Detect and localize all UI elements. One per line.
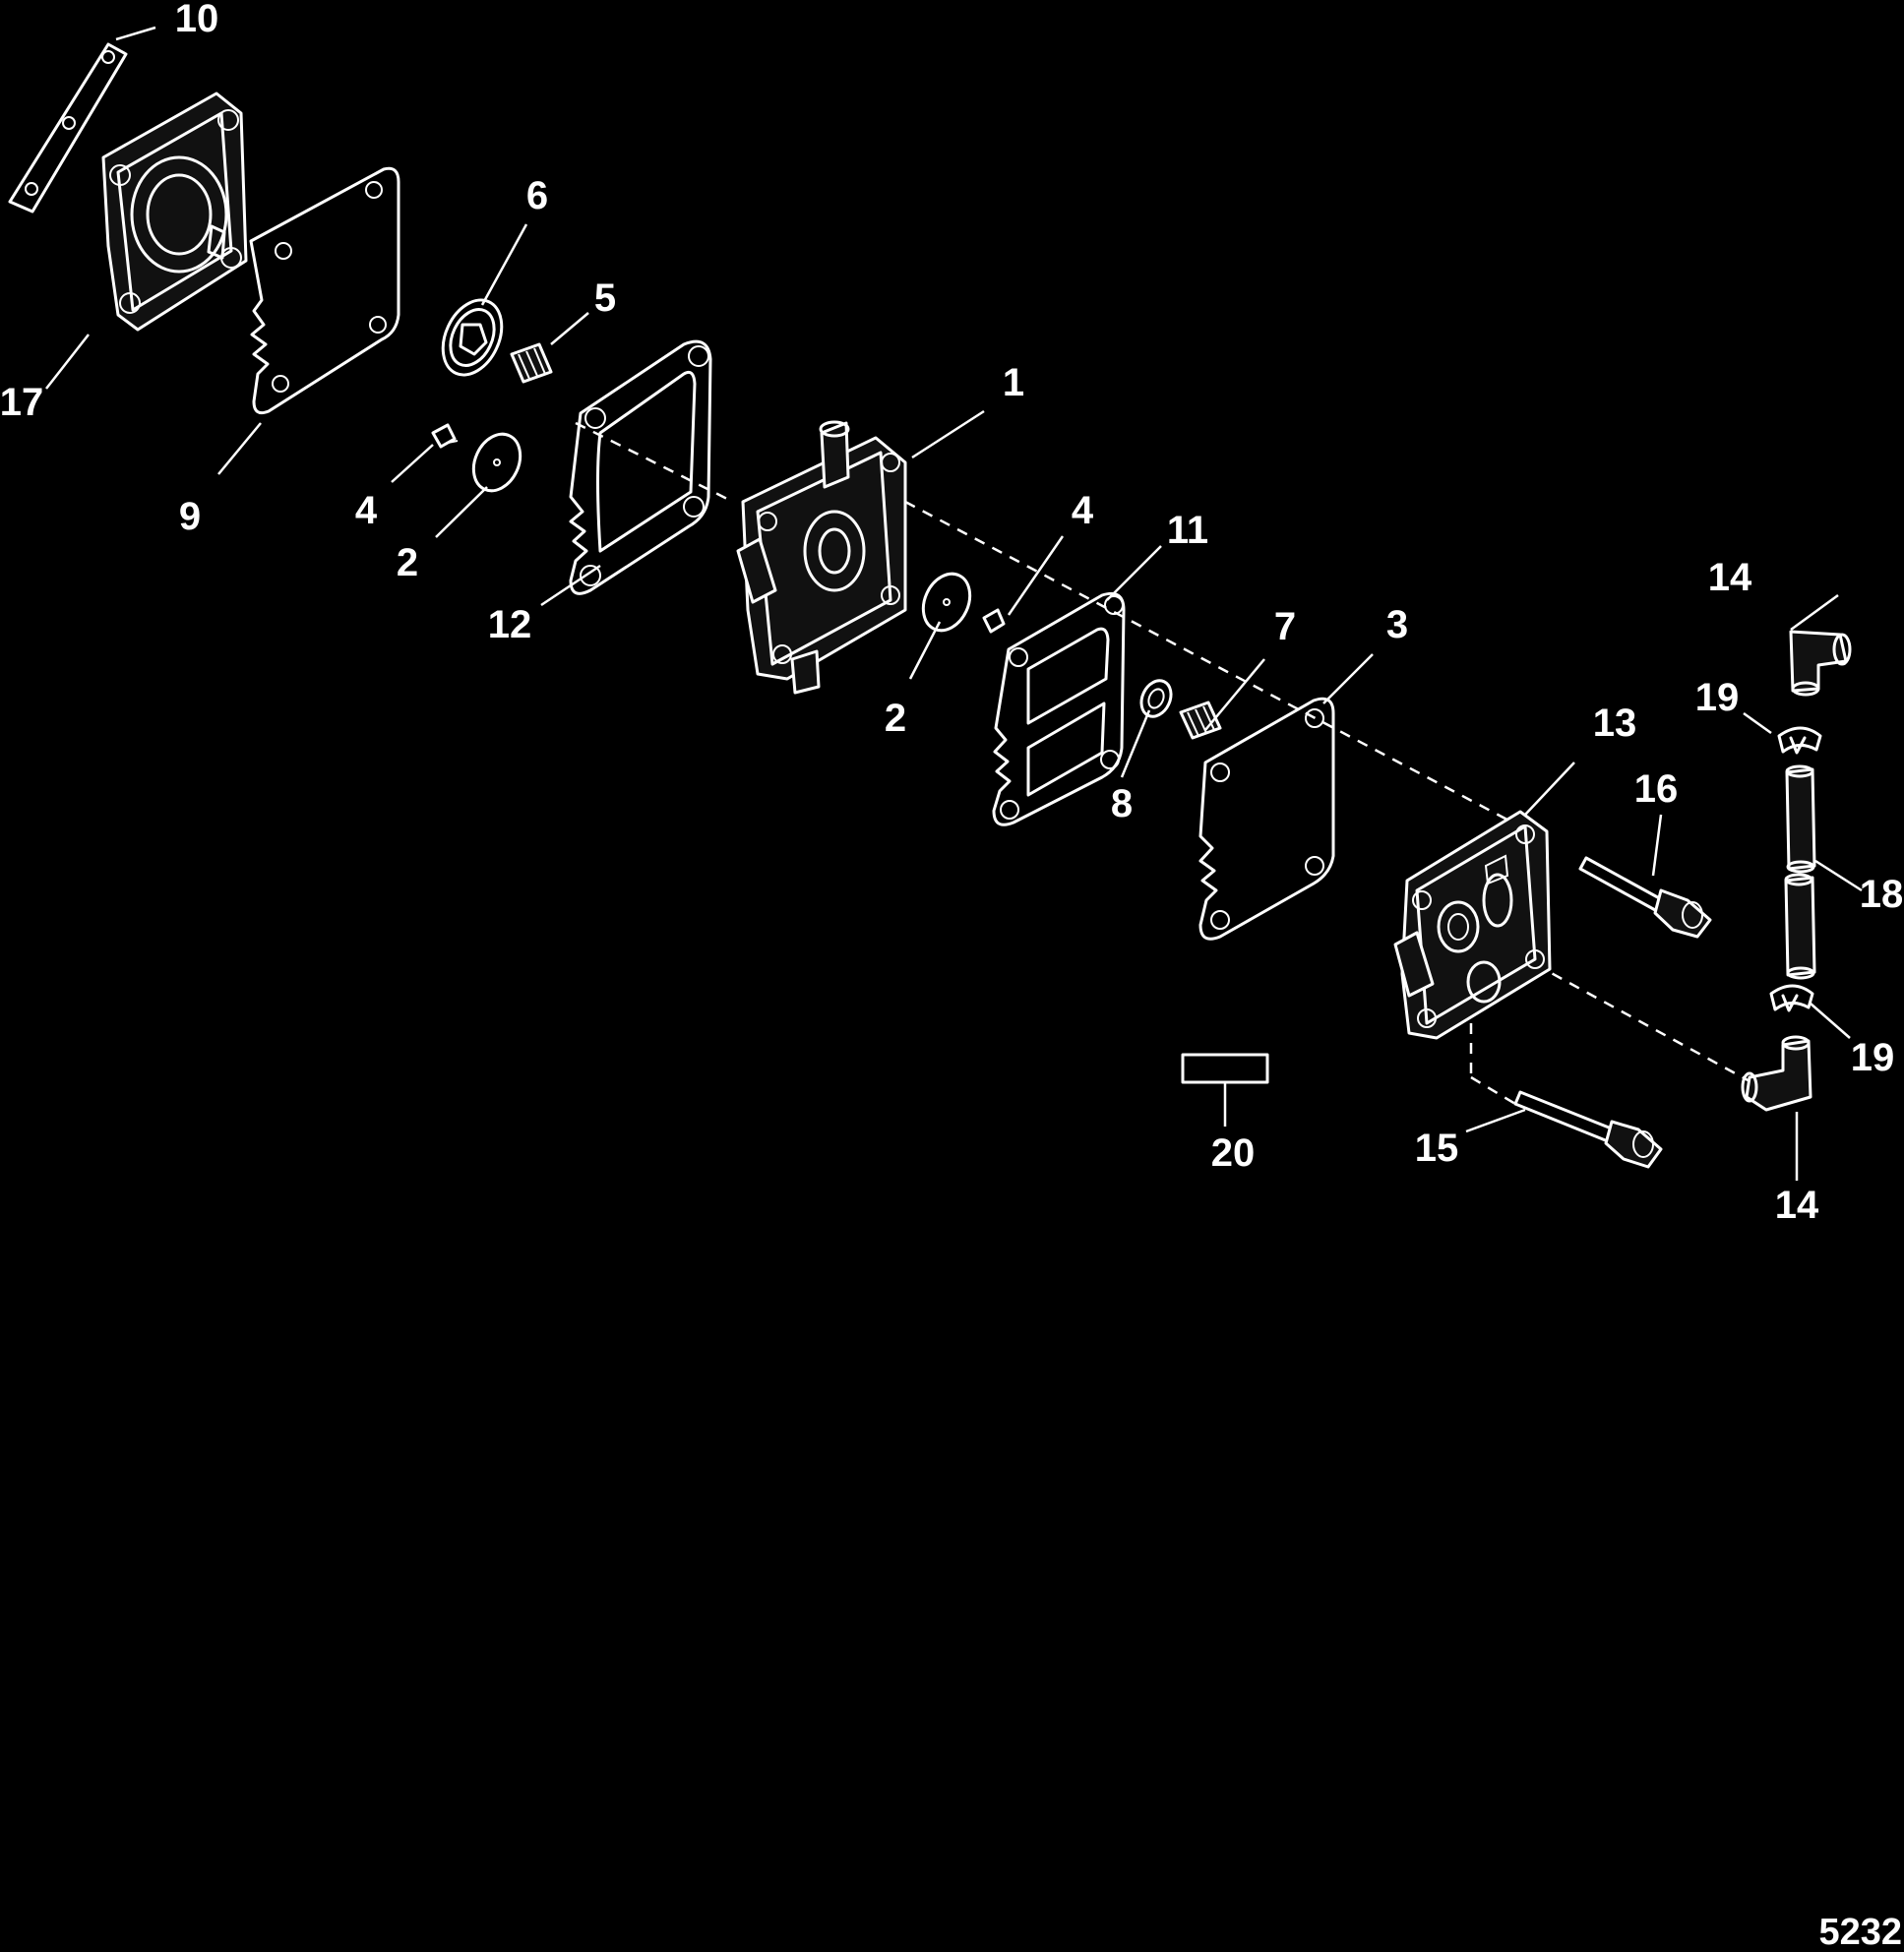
callout-9: 9 <box>179 495 201 538</box>
figure-id: 5232 <box>1818 1912 1902 1952</box>
part-5-spring <box>510 342 553 384</box>
callout-7: 7 <box>1274 605 1296 648</box>
part-20-kit-box <box>1181 1053 1269 1127</box>
callout-4-upper: 4 <box>355 489 378 532</box>
part-7-spring <box>1179 701 1222 740</box>
part-8-seal-ring <box>1139 679 1173 718</box>
callout-labels: 10 17 9 6 5 4 2 12 1 4 11 2 8 7 3 13 16 … <box>0 0 1903 1227</box>
part-13-pump-cover <box>1393 810 1552 1040</box>
callout-10: 10 <box>175 0 219 40</box>
callout-3: 3 <box>1386 603 1408 646</box>
callout-15: 15 <box>1415 1127 1459 1170</box>
callout-13: 13 <box>1593 702 1637 745</box>
part-2-diaphragm-lower <box>921 572 972 633</box>
callout-5: 5 <box>594 276 616 320</box>
part-15-bolt <box>1513 1090 1663 1169</box>
part-3-gasket <box>1198 697 1335 941</box>
part-9-gasket <box>249 166 400 415</box>
part-10-strap <box>8 42 128 214</box>
part-4-screw-lower <box>982 608 1006 634</box>
part-6-check-valve <box>441 298 504 377</box>
assembly-axis-lines <box>575 421 1752 1109</box>
part-18-hose <box>1784 764 1816 980</box>
part-12-gasket <box>569 339 712 595</box>
callout-18: 18 <box>1860 873 1904 916</box>
callout-17: 17 <box>0 381 43 424</box>
part-19-clamp-lower <box>1769 984 1814 1012</box>
callout-20: 20 <box>1211 1131 1256 1175</box>
callout-11: 11 <box>1167 509 1208 552</box>
part-14-elbow-upper <box>1789 630 1852 697</box>
leader-lines <box>45 26 1863 1181</box>
callout-19-lower: 19 <box>1851 1036 1895 1079</box>
callout-2-upper: 2 <box>397 541 418 584</box>
callout-16: 16 <box>1634 767 1679 811</box>
part-19-clamp-upper <box>1777 726 1822 755</box>
callout-4-lower: 4 <box>1072 489 1094 532</box>
part-17-base-housing <box>101 92 248 332</box>
callout-6: 6 <box>526 174 548 217</box>
callout-12: 12 <box>488 603 532 646</box>
callout-2-lower: 2 <box>885 697 906 740</box>
part-14-elbow-lower <box>1741 1035 1812 1112</box>
part-1-pump-body <box>736 420 907 695</box>
part-11-gasket <box>992 591 1126 826</box>
part-16-bolt <box>1578 856 1712 939</box>
part-4-screw-upper <box>431 423 459 449</box>
part-2-diaphragm-upper <box>471 432 522 493</box>
callout-19-upper: 19 <box>1695 676 1740 719</box>
callout-14-upper: 14 <box>1708 556 1752 599</box>
callout-14-lower: 14 <box>1775 1184 1819 1227</box>
callout-1: 1 <box>1003 361 1024 404</box>
callout-8: 8 <box>1111 782 1133 825</box>
